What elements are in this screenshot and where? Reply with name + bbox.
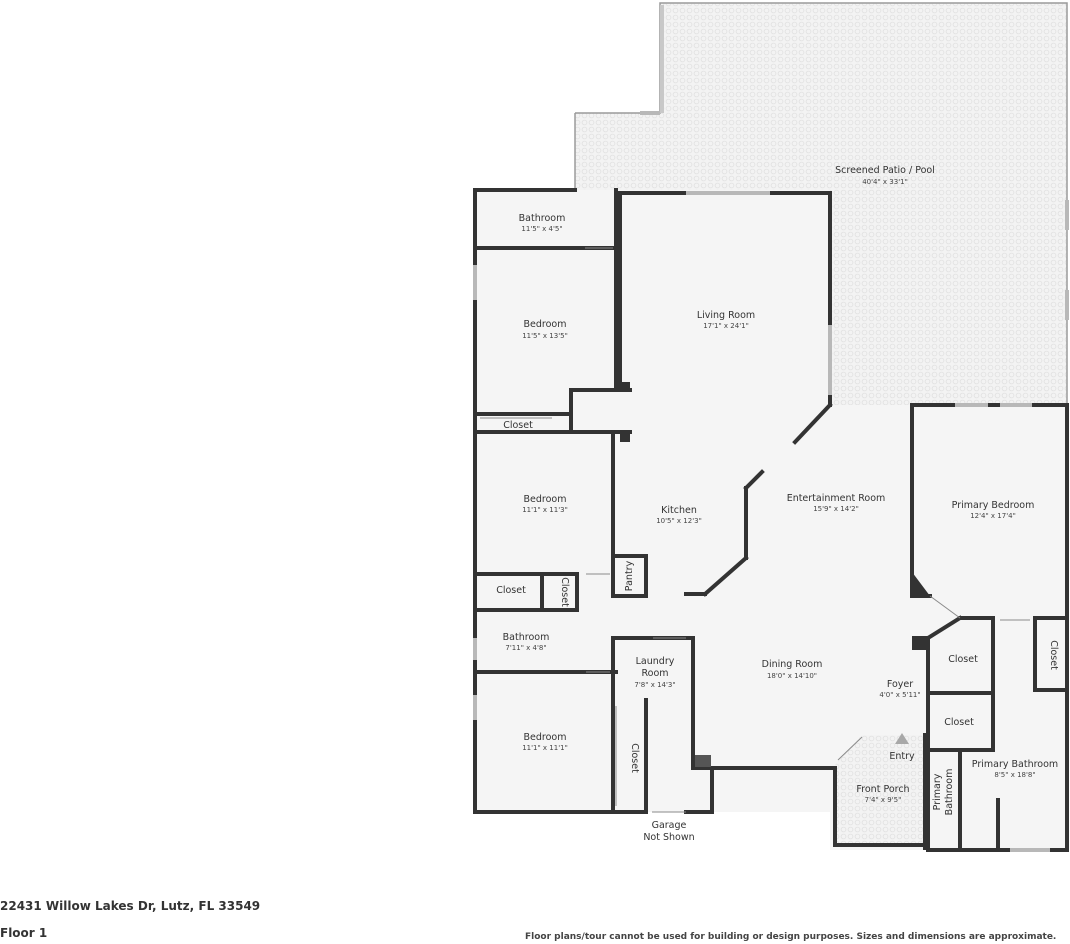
closet-5-name: Closet <box>1048 640 1059 670</box>
bedroom-1-name: Bedroom <box>524 319 567 330</box>
kitchen-dims: 10'5" x 12'3" <box>656 517 702 525</box>
entry-arrow-icon <box>895 733 909 744</box>
bathroom-top-dims: 11'5" x 4'5" <box>521 225 562 233</box>
entertainment-room-name: Entertainment Room <box>787 493 886 504</box>
dining-room-name: Dining Room <box>762 659 823 670</box>
dining-room-dims: 18'0" x 14'10" <box>767 672 817 680</box>
closet-4-name: Closet <box>948 654 978 665</box>
living-room-dims: 17'1" x 24'1" <box>703 322 749 330</box>
bathroom-mid-name: Bathroom <box>503 632 550 643</box>
entry-name: Entry <box>889 751 915 762</box>
bedroom-3-dims: 11'1" x 11'1" <box>522 744 568 752</box>
front-porch-dims: 7'4" x 9'5" <box>865 796 902 804</box>
bathroom-mid-dims: 7'11" x 4'8" <box>505 644 546 652</box>
primary-bedroom-name: Primary Bedroom <box>952 500 1035 511</box>
pantry-name: Pantry <box>624 560 635 591</box>
entertainment-room-dims: 15'9" x 14'2" <box>813 505 859 513</box>
closet-1-name: Closet <box>503 420 533 431</box>
closet-6-name: Closet <box>944 717 974 728</box>
room-labels: Screened Patio / Pool 40'4" x 33'1" Bath… <box>496 165 1059 843</box>
disclaimer-text: Floor plans/tour cannot be used for buil… <box>525 932 1057 942</box>
foyer-name: Foyer <box>887 679 913 690</box>
wall-stubs <box>620 382 930 767</box>
bathroom-top-name: Bathroom <box>519 213 566 224</box>
foyer-dims: 4'0" x 5'11" <box>879 691 920 699</box>
primary-bathroom-side-line2: Bathroom <box>944 769 955 816</box>
bedroom-3-name: Bedroom <box>524 732 567 743</box>
garage-line2: Not Shown <box>643 832 694 843</box>
floor-label: Floor 1 <box>0 926 48 940</box>
bedroom-2-dims: 11'1" x 11'3" <box>522 506 568 514</box>
kitchen-name: Kitchen <box>661 505 697 516</box>
patio-name: Screened Patio / Pool <box>835 165 935 176</box>
bedroom-1-dims: 11'5" x 13'5" <box>522 332 568 340</box>
laundry-dims: 7'8" x 14'3" <box>634 681 675 689</box>
living-room-name: Living Room <box>697 310 755 321</box>
openings <box>480 247 1030 813</box>
primary-bathroom-side-line1: Primary <box>932 773 943 810</box>
closet-7-name: Closet <box>629 743 640 773</box>
patio-dims: 40'4" x 33'1" <box>862 178 908 186</box>
primary-bathroom-name: Primary Bathroom <box>972 759 1058 770</box>
laundry-name-line1: Laundry <box>636 656 675 667</box>
laundry-name-line2: Room <box>641 668 668 679</box>
bedroom-2-name: Bedroom <box>524 494 567 505</box>
closet-3-name: Closet <box>559 577 570 607</box>
front-porch-name: Front Porch <box>856 784 909 795</box>
closet-2-name: Closet <box>496 585 526 596</box>
patio-area <box>574 2 1068 405</box>
primary-bathroom-dims: 8'5" x 18'8" <box>994 771 1035 779</box>
garage-line1: Garage <box>652 820 687 831</box>
listing-address: 22431 Willow Lakes Dr, Lutz, FL 33549 <box>0 899 261 913</box>
primary-bedroom-dims: 12'4" x 17'4" <box>970 512 1016 520</box>
windows <box>473 111 1069 852</box>
front-porch-area <box>835 735 925 845</box>
